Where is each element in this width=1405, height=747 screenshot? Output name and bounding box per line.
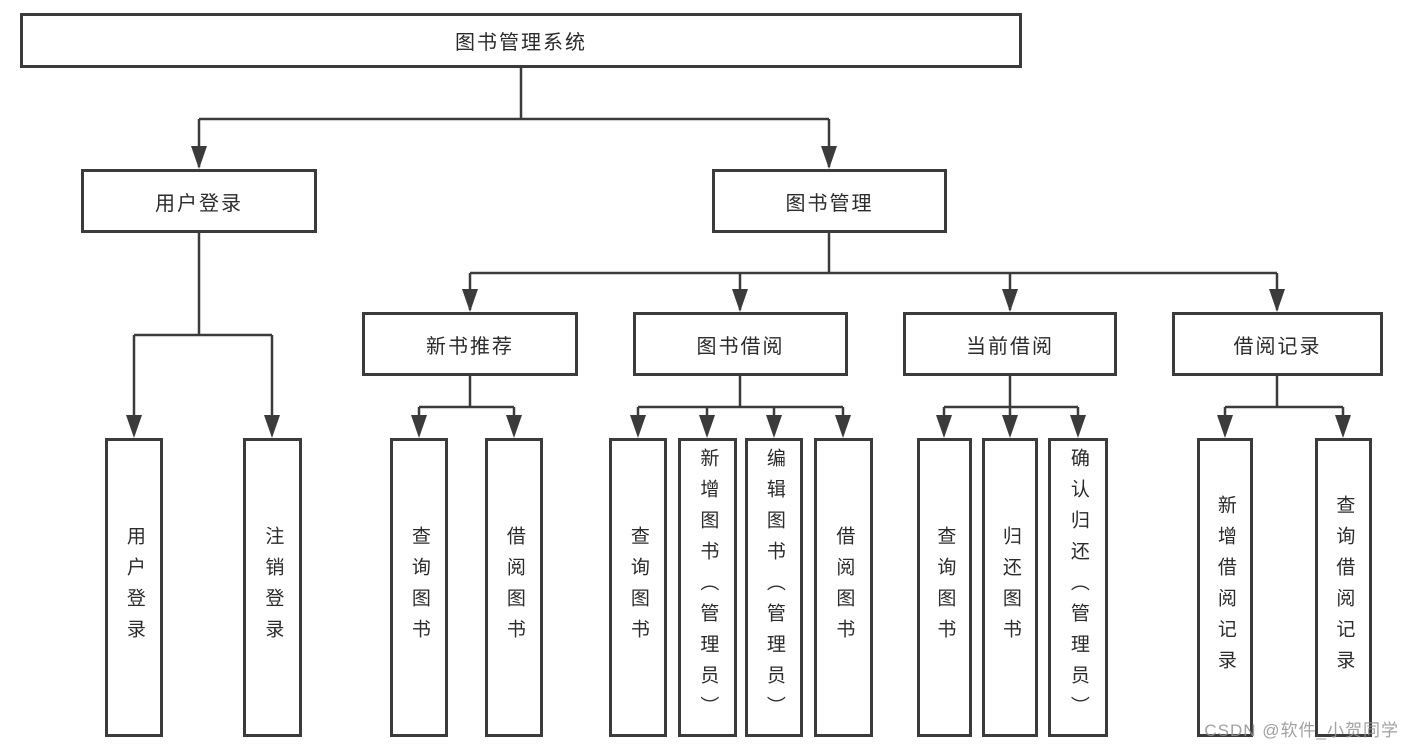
node-current-borrowing-label: 当前借阅 <box>966 335 1054 358</box>
leaf-add-borrow-record-label: 新增借阅记录 <box>1214 494 1236 681</box>
leaf-borrow-books-recommend-label: 借阅图书 <box>503 525 525 650</box>
node-user-login-label: 用户登录 <box>155 192 243 215</box>
leaf-user-login: 用户登录 <box>105 438 163 737</box>
node-book-borrowing: 图书借阅 <box>633 312 848 376</box>
node-book-management-label: 图书管理 <box>785 192 874 215</box>
leaf-borrow-books-borrowing: 借阅图书 <box>814 438 873 737</box>
leaf-logout-label: 注销登录 <box>262 525 284 650</box>
leaf-query-books-recommend: 查询图书 <box>390 438 448 737</box>
node-borrowing-records-label: 借阅记录 <box>1233 335 1322 358</box>
leaf-edit-books-admin: 编辑图书（管理员） <box>745 438 803 737</box>
leaf-user-login-label: 用户登录 <box>123 525 145 650</box>
csdn-watermark: CSDN @软件_小贺同学 <box>1204 721 1399 740</box>
node-book-borrowing-label: 图书借阅 <box>696 335 785 358</box>
node-user-login: 用户登录 <box>81 169 317 233</box>
leaf-return-books-label: 归还图书 <box>999 525 1021 650</box>
node-root: 图书管理系统 <box>20 13 1022 68</box>
node-borrowing-records: 借阅记录 <box>1172 312 1383 376</box>
leaf-add-books-admin: 新增图书（管理员） <box>678 438 737 737</box>
leaf-edit-books-admin-label: 编辑图书（管理员） <box>763 448 785 727</box>
leaf-return-books: 归还图书 <box>982 438 1038 737</box>
leaf-query-books-recommend-label: 查询图书 <box>408 525 430 650</box>
leaf-confirm-return-admin-label: 确认归还（管理员） <box>1067 448 1089 727</box>
leaf-borrow-books-borrowing-label: 借阅图书 <box>833 525 855 650</box>
leaf-confirm-return-admin: 确认归还（管理员） <box>1048 438 1108 737</box>
leaf-logout: 注销登录 <box>243 438 302 737</box>
leaf-query-books-borrowing-label: 查询图书 <box>627 525 649 650</box>
node-root-label: 图书管理系统 <box>455 32 587 54</box>
leaf-query-borrow-record-label: 查询借阅记录 <box>1333 494 1355 681</box>
leaf-query-borrow-record: 查询借阅记录 <box>1315 438 1372 737</box>
node-book-management: 图书管理 <box>712 169 947 233</box>
node-new-book-recommend-label: 新书推荐 <box>426 335 514 358</box>
leaf-add-books-admin-label: 新增图书（管理员） <box>697 448 719 727</box>
leaf-query-books-current-label: 查询图书 <box>934 525 956 650</box>
node-current-borrowing: 当前借阅 <box>903 312 1117 376</box>
leaf-query-books-current: 查询图书 <box>917 438 972 737</box>
leaf-borrow-books-recommend: 借阅图书 <box>485 438 543 737</box>
leaf-query-books-borrowing: 查询图书 <box>609 438 667 737</box>
leaf-add-borrow-record: 新增借阅记录 <box>1197 438 1253 737</box>
node-new-book-recommend: 新书推荐 <box>362 312 578 376</box>
